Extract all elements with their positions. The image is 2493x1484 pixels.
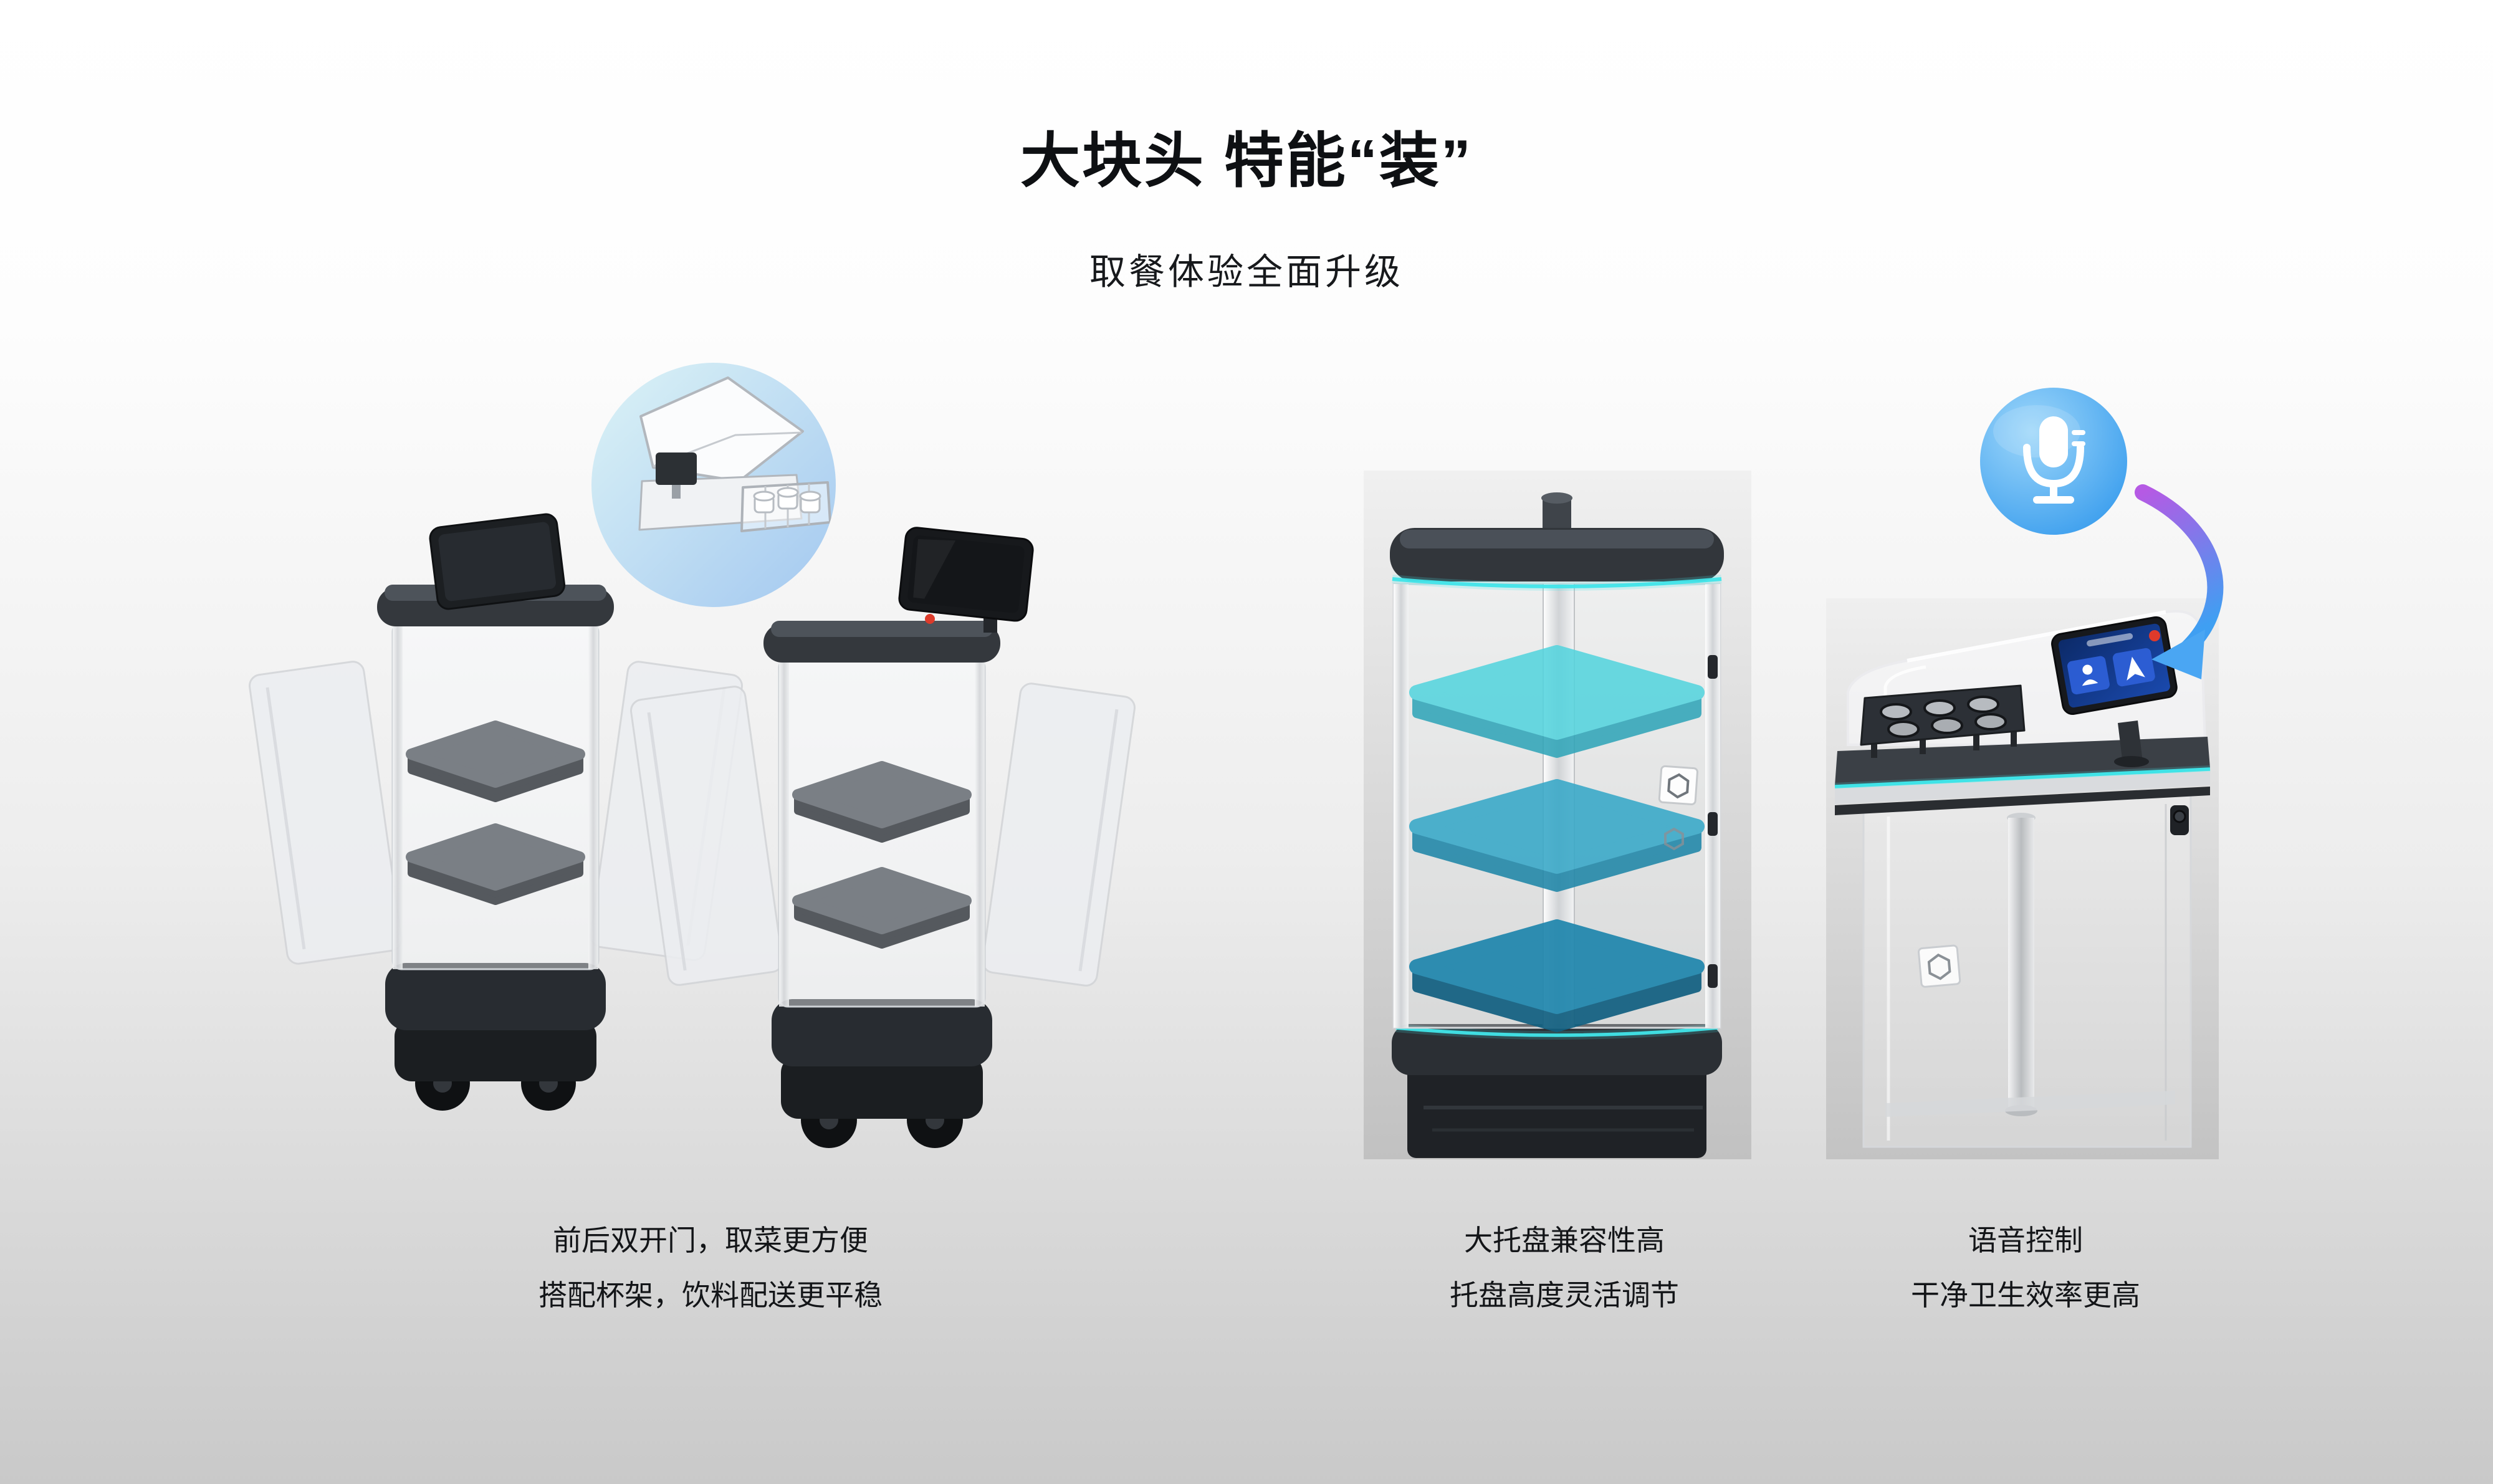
caption-double-doors: 前后双开门，取菜更方便 搭配杯架，饮料配送更平稳 xyxy=(538,1213,883,1323)
microphone-icon xyxy=(1980,388,2127,535)
door-hinge xyxy=(1708,655,1718,679)
crossbar xyxy=(1885,1091,2175,1117)
cup-rack xyxy=(1860,684,2026,758)
counter-surface xyxy=(771,621,993,637)
page-title: 大块头 特能“装” xyxy=(1020,128,1473,194)
screen-pole xyxy=(2118,720,2143,764)
cup-sketch xyxy=(777,487,799,510)
frame-pillar xyxy=(393,623,403,969)
shelf xyxy=(406,823,585,905)
person-icon xyxy=(2082,664,2093,675)
door-hinge xyxy=(1708,964,1718,988)
caption-line-1: 大托盘兼容性高 xyxy=(1464,1224,1665,1257)
cup-slot xyxy=(1967,696,1999,713)
center-pole xyxy=(2008,818,2034,1109)
door-hinge xyxy=(1708,812,1718,836)
caption-line-2: 搭配杯架，饮料配送更平稳 xyxy=(538,1279,883,1311)
navigation-arrow-icon xyxy=(2127,656,2145,681)
dome-edge-highlight xyxy=(1907,610,2166,663)
camera-lens-icon xyxy=(2173,810,2186,823)
frame-pillar xyxy=(1705,584,1720,1028)
dome-reflection xyxy=(1883,665,1926,739)
hexagon-icon xyxy=(1664,827,1684,851)
rack-leg xyxy=(2011,725,2017,747)
caption-trays: 大托盘兼容性高 托盘高度灵活调节 xyxy=(1450,1213,1679,1323)
top-slab-highlight xyxy=(1400,530,1714,548)
screen-tile-user xyxy=(2067,656,2110,695)
cyan-accent-line xyxy=(1395,1026,1718,1037)
frame-pillar xyxy=(779,659,789,1007)
shelf xyxy=(406,720,585,802)
cup-slot xyxy=(1931,717,1963,734)
open-door-panel xyxy=(982,682,1136,987)
curved-arrow-icon xyxy=(2135,484,2224,658)
hexagon-icon xyxy=(1927,953,1951,980)
voice-control-art xyxy=(1826,598,2219,1159)
screen-stand-sketch xyxy=(672,485,681,499)
curved-arrow-head xyxy=(2151,630,2205,679)
counter-top xyxy=(1835,737,2210,785)
screen-title-bar xyxy=(2087,633,2133,647)
hexagon-brand-badge xyxy=(1658,765,1698,806)
screen-mount xyxy=(2114,756,2149,767)
rack-leg xyxy=(1871,737,1877,758)
cup-sketch xyxy=(753,491,775,514)
double-door-robots-art xyxy=(249,363,1136,1148)
tablet-screen xyxy=(2051,616,2178,715)
hexagon-icon xyxy=(1667,773,1690,799)
frame-pillar xyxy=(1394,584,1409,1028)
screen-sketch xyxy=(656,452,697,485)
status-red-dot xyxy=(925,614,935,624)
caption-voice: 语音控制 干净卫生效率更高 xyxy=(1911,1213,2140,1323)
rack-leg xyxy=(1973,729,1979,750)
page-subtitle: 取餐体验全面升级 xyxy=(1089,252,1404,292)
open-door-panel xyxy=(630,686,783,986)
tablet-screen xyxy=(898,527,1034,622)
cup-slot xyxy=(1887,720,1920,738)
base-slab xyxy=(1392,1024,1722,1075)
counter-lip xyxy=(1835,772,2210,804)
hexagon-brand-badge xyxy=(1918,944,1961,988)
rack-leg xyxy=(1920,733,1926,754)
tray-bottom xyxy=(1409,919,1705,1032)
base-body xyxy=(772,999,992,1066)
frame-pillar xyxy=(975,659,985,1007)
caption-line-2: 托盘高度灵活调节 xyxy=(1450,1279,1679,1311)
tray-top xyxy=(1409,645,1705,758)
counter-underside xyxy=(1835,787,2210,815)
base-body xyxy=(385,963,606,1030)
voice-overlay xyxy=(1980,388,2224,679)
screen-tile-navigate xyxy=(2112,648,2155,687)
cup-holder-inset xyxy=(591,363,836,607)
shelf xyxy=(792,867,972,949)
frame-pillar xyxy=(588,623,598,969)
cyan-accent-line xyxy=(1392,577,1722,588)
mic-level-line xyxy=(2072,430,2085,435)
caption-line-2: 干净卫生效率更高 xyxy=(1911,1279,2140,1311)
tablet-screen xyxy=(429,513,565,610)
base-skirt xyxy=(395,1019,596,1081)
mic-capsule xyxy=(2039,416,2068,467)
cyan-accent-line xyxy=(1834,767,2211,788)
robot-right xyxy=(630,527,1136,1148)
cup-slot xyxy=(1974,713,2007,730)
status-red-dot xyxy=(2149,630,2160,641)
adjustable-trays-art xyxy=(1364,471,1751,1159)
person-icon xyxy=(2082,679,2098,686)
base-skirt xyxy=(781,1055,983,1119)
cup-slot xyxy=(1923,699,1956,717)
open-door-panel xyxy=(249,661,403,965)
top-cylinder-cap xyxy=(1541,492,1572,504)
cup-sketch xyxy=(799,491,821,514)
shelf xyxy=(792,761,972,843)
header: 大块头 特能“装” 取餐体验全面升级 xyxy=(0,112,2493,295)
caption-line-1: 语音控制 xyxy=(1968,1224,2083,1257)
cup-slot xyxy=(1880,703,1912,720)
tray-middle xyxy=(1409,779,1705,892)
caption-line-1: 前后双开门，取菜更方便 xyxy=(553,1224,868,1257)
